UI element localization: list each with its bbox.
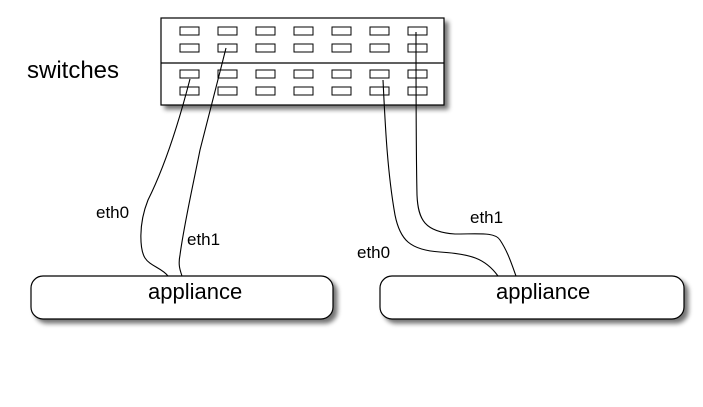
switch-port: [293, 43, 314, 53]
switch-ports: [179, 26, 428, 96]
switch-port: [407, 26, 428, 36]
appliance-box-left: [30, 275, 334, 320]
switch-port: [293, 86, 314, 96]
switch-port: [369, 69, 390, 79]
appliance-label-left: appliance: [148, 279, 242, 304]
cable-right-eth0: [382, 79, 499, 277]
switch-port: [407, 69, 428, 79]
switch-port: [255, 86, 276, 96]
switch-port: [255, 43, 276, 53]
switch-port: [293, 69, 314, 79]
cables: [140, 31, 517, 277]
switch-port: [179, 86, 200, 96]
cable-left-eth1: [178, 47, 227, 277]
switch-port: [407, 43, 428, 53]
switch-port: [407, 86, 428, 96]
cable-label-right-eth0: eth0: [357, 243, 390, 262]
switch-port: [217, 26, 238, 36]
appliance-label-right: appliance: [496, 279, 590, 304]
switch-port: [331, 26, 352, 36]
switch-port: [217, 43, 238, 53]
cable-right-eth1: [415, 31, 517, 277]
appliance-left: appliance: [30, 275, 334, 320]
switch-port: [217, 69, 238, 79]
cable-left-eth0: [140, 78, 191, 277]
switch-port: [331, 69, 352, 79]
cable-label-right-eth1: eth1: [470, 208, 503, 227]
switch-port: [331, 43, 352, 53]
switch-port: [331, 86, 352, 96]
switch-port: [179, 43, 200, 53]
appliance-right: appliance: [379, 275, 685, 320]
switches-label: switches: [27, 57, 119, 84]
switch-port: [369, 86, 390, 96]
switch-port: [293, 26, 314, 36]
switch-port: [255, 69, 276, 79]
switch-port: [369, 26, 390, 36]
switch-port: [179, 69, 200, 79]
switch-port: [369, 43, 390, 53]
appliance-box-right: [379, 275, 685, 320]
switch-port: [217, 86, 238, 96]
switch-port: [255, 26, 276, 36]
switch-port: [179, 26, 200, 36]
cable-label-left-eth1: eth1: [187, 230, 220, 249]
cable-label-left-eth0: eth0: [96, 203, 129, 222]
switch-chassis: [160, 17, 445, 106]
